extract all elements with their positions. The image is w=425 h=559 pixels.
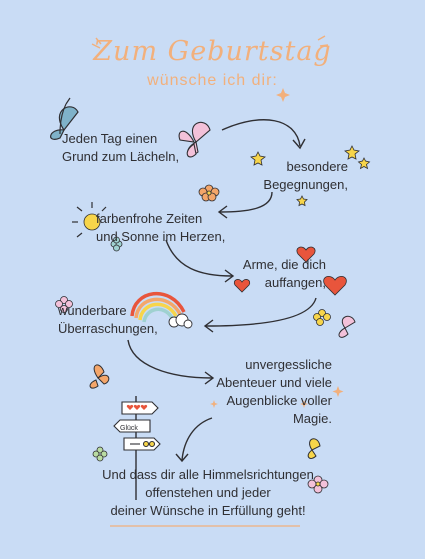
card-title: Zum Geburtstag [93, 36, 332, 67]
flower-icon [110, 236, 123, 252]
sun-icon [72, 202, 107, 238]
butterfly-icon [89, 364, 110, 389]
flower-icon [198, 184, 220, 202]
signpost-icon [113, 396, 161, 500]
signpost-label: Glück [120, 425, 138, 432]
flower-icon [92, 446, 108, 462]
flow-arrow-icon [127, 119, 317, 463]
sparkle-icon [210, 386, 344, 408]
rainbow-icon [130, 292, 193, 329]
flower-icon [313, 309, 331, 326]
butterfly-icon [307, 438, 321, 459]
butterfly-icon [178, 121, 211, 158]
butterfly-icon [338, 315, 356, 338]
sparkle-icon [276, 88, 290, 102]
flower-icon [307, 475, 329, 494]
card-subtitle: wünsche ich dir: [147, 72, 278, 89]
butterfly-icon [50, 97, 79, 140]
title-sparkle-icon [91, 35, 329, 49]
flower-icon [55, 296, 73, 313]
heart-icon [233, 246, 347, 296]
star-icon [250, 145, 371, 207]
